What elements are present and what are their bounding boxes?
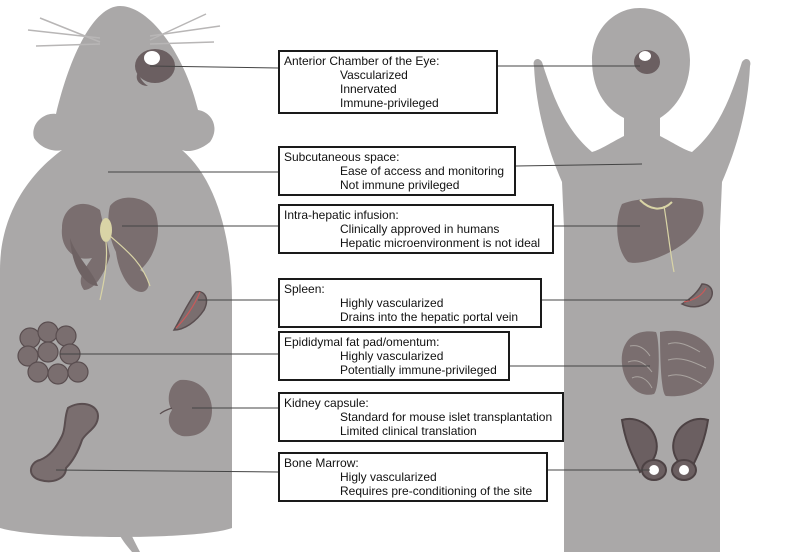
- site-title: Epididymal fat pad/omentum:: [284, 335, 440, 349]
- site-point: Ease of access and monitoring: [340, 164, 505, 178]
- leader-lines: [55, 65, 690, 473]
- site-point: Limited clinical translation: [340, 424, 477, 438]
- human-pelvis: [620, 418, 710, 481]
- site-title: Spleen:: [284, 282, 325, 296]
- site-box-eye: Anterior Chamber of the Eye: Vascularize…: [278, 50, 498, 114]
- site-point: Highly vascularized: [340, 296, 444, 310]
- mouse-femur: [30, 402, 100, 483]
- site-title: Subcutaneous space:: [284, 150, 400, 164]
- site-point: Highly vascularized: [340, 349, 444, 363]
- site-box-spleen: Spleen: Highly vascularized Drains into …: [278, 278, 542, 328]
- site-point: Requires pre-conditioning of the site: [340, 484, 533, 498]
- site-title: Bone Marrow:: [284, 456, 359, 470]
- site-box-intrahepatic: Intra-hepatic infusion: Clinically appro…: [278, 204, 554, 254]
- mouse-kidney: [159, 379, 212, 437]
- human-liver: [617, 197, 704, 273]
- site-box-subcutaneous: Subcutaneous space: Ease of access and m…: [278, 146, 516, 196]
- site-box-marrow: Bone Marrow: Higly vascularized Requires…: [278, 452, 548, 502]
- site-point: Vascularized: [340, 68, 408, 82]
- mouse-body: [0, 6, 232, 537]
- site-point: Innervated: [340, 82, 397, 96]
- human-omentum: [621, 330, 715, 397]
- site-box-fatpad: Epididymal fat pad/omentum: Highly vascu…: [278, 331, 510, 381]
- leader-marrow-mouse: [55, 469, 279, 473]
- site-point: Immune-privileged: [340, 96, 439, 110]
- site-point: Hepatic microenvironment is not ideal: [340, 236, 541, 250]
- site-point: Potentially immune-privileged: [340, 363, 497, 377]
- site-point: Drains into the hepatic portal vein: [340, 310, 519, 324]
- human-body: [533, 8, 751, 552]
- site-point: Higly vascularized: [340, 470, 437, 484]
- leader-eye-mouse: [149, 65, 279, 69]
- human-eye: [634, 50, 660, 74]
- site-title: Kidney capsule:: [284, 396, 369, 410]
- site-title: Intra-hepatic infusion:: [284, 208, 399, 222]
- human-silhouette: [533, 8, 751, 552]
- mouse-liver: [61, 197, 159, 301]
- mouse-whiskers: [27, 13, 221, 47]
- site-point: Not immune privileged: [340, 178, 460, 192]
- site-point: Clinically approved in humans: [340, 222, 500, 236]
- site-box-kidney: Kidney capsule: Standard for mouse islet…: [278, 392, 564, 442]
- leader-subcutaneous-human: [515, 163, 643, 167]
- mouse-silhouette: [0, 6, 232, 552]
- site-title: Anterior Chamber of the Eye:: [284, 54, 440, 68]
- site-point: Standard for mouse islet transplantation: [340, 410, 553, 424]
